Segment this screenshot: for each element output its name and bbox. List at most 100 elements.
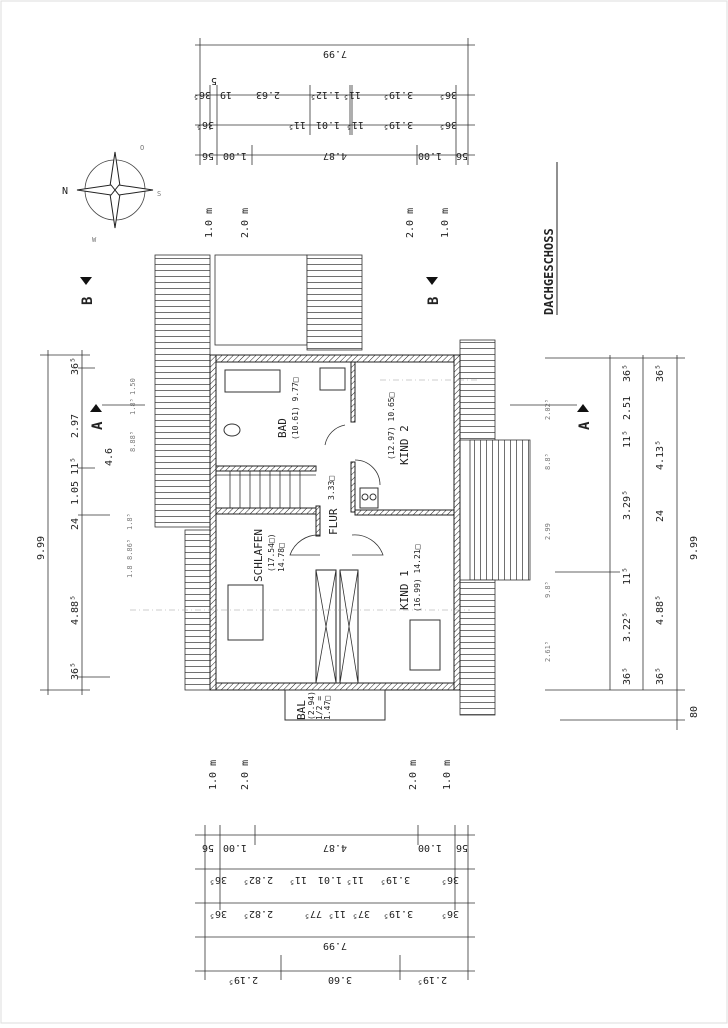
dim-label: 77⁵ [304,908,322,919]
dim-label: 4.88⁵ [655,595,666,625]
dim-label: 2.19⁵ [417,974,447,985]
dim-label: 1.12⁵ [310,89,340,100]
roof-areas [154,254,531,716]
dim-label: 11⁵ [288,119,306,130]
roof-left-upper [154,254,211,528]
dim-label: 4.87 [323,842,347,853]
dim-faint: 2.61⁵ [544,641,552,662]
dim-faint: 8.88⁵ [129,431,137,452]
section-mark-a-right: A [577,421,593,430]
compass-w: W [92,236,97,244]
section-arrow-icon [577,404,589,412]
dim-label: 36⁵ [441,908,459,919]
dim-label: 36⁵ [622,667,633,685]
dim-label: 3.29⁵ [622,490,633,520]
scale-label: 1.0 m [208,760,219,790]
dim-label: 2.82⁵ [243,874,273,885]
roof-right-upper [306,254,363,351]
dim-label: 11⁵ [328,908,346,919]
room-area-half: 1/2 = [315,696,324,720]
compass-o: O [140,144,144,152]
dim-label: 11⁵ [343,89,361,100]
dim-faint: 1.8⁵ [126,513,134,530]
dim-label: 11⁵ [346,119,364,130]
scale-label: 2.0 m [408,760,419,790]
section-arrow-icon [426,277,438,285]
dim-faint: 1.8 [126,565,134,578]
dim-label: 4.87 [323,150,347,161]
room-name: FLUR [327,508,340,535]
dim-overhang: 80 [689,706,700,718]
room-kind-1: KIND 1 (16.99) 14.21□ [398,544,422,612]
dim-label: 11⁵ [346,874,364,885]
dim-label: 24 [655,510,666,522]
dim-top-total: 7.99 [323,48,347,59]
room-name: BAD [276,418,289,438]
dim-label: 3.19⁵ [383,908,413,919]
compass-n: N [62,186,68,197]
roof-right-a [459,339,496,441]
compass-s: S [157,190,161,198]
dim-label: 36⁵ [70,662,81,680]
room-area: (16.99) 14.21□ [413,544,422,612]
room-area-net: 1.47□ [323,696,332,720]
dim-faint: 8.86⁵ [126,539,134,560]
scale-label: 1.0 m [440,208,451,238]
plan-title-text: DACHGESCHOSS [542,228,556,315]
dim-label: 1.00 [418,150,442,161]
room-area: (10.61) 9.77□ [291,377,300,440]
room-name: SCHLAFEN [252,529,265,582]
room-area: (2.94) [307,691,316,720]
compass-icon: N O S W [62,144,161,244]
dim-label: 11⁵ [622,567,633,585]
dim-label: 1.05 [70,481,81,505]
dim-label: 1.00 [418,842,442,853]
dim-faint: 2.02⁵ [544,399,552,420]
section-mark-b-right: B [426,297,442,305]
top-dimension-chains: 7.99 36⁵ 5 19 2.63 1.12⁵ 11⁵ 3.19⁵ 36⁵ 3… [193,38,475,165]
dim-label: 2.19⁵ [228,974,258,985]
dim-label: 4.88⁵ [70,595,81,625]
scale-label: 2.0 m [240,208,251,238]
bottom-dimension-chains: 56 1.00 4.87 1.00 56 36⁵ 2.82⁵ 11⁵ 1.01 … [195,825,475,985]
dim-label: 36⁵ [655,667,666,685]
dim-bottom-total: 7.99 [323,940,347,951]
left-dimension-chains: 9.99 36⁵ 2.97 11⁵ 1.05 24 4.88⁵ 36⁵ 1.50… [36,350,137,695]
dim-label: 37⁵ [352,908,370,919]
room-schlafen: SCHLAFEN (17.54□) 14.78□ [252,529,286,582]
room-bad: BAD (10.61) 9.77□ [276,377,300,440]
room-area-net: 14.78□ [277,543,286,572]
room-balkon: BAL (2.94) 1/2 = 1.47□ [295,691,332,720]
dim-label: 4.13⁵ [655,440,666,470]
section-arrow-icon [80,277,92,285]
dim-faint: 1.8⁵ [129,398,137,415]
room-area: (17.54□) [267,533,276,572]
roof-right-lower [459,579,496,716]
dim-label: 56 [456,150,468,161]
plan-title: DACHGESCHOSS [542,162,558,315]
section-mark-a-left: A [90,421,106,430]
dim-label: 36⁵ [196,119,214,130]
room-name: KIND 2 [398,425,411,465]
right-dimension-chains: 36⁵ 2.51 11⁵ 3.29⁵ 11⁵ 3.22⁵ 36⁵ 36⁵ 4.1… [544,355,700,730]
dim-label: 2.51 [622,396,633,420]
dim-label: 3.19⁵ [380,874,410,885]
dim-label: 3.60 [328,974,352,985]
section-mark-b-left: B [80,297,96,305]
scale-label: 1.0 m [442,760,453,790]
dim-label: 36⁵ [439,89,457,100]
roof-right-dormer [469,439,531,581]
room-kind-2: KIND 2 (12.97) 10.65□ [387,392,411,465]
dim-faint: 9.8⁵ [544,581,552,598]
dim-label: 19 [220,89,232,100]
dim-faint: 1.50 [129,378,137,395]
dim-label: 3.19⁵ [383,119,413,130]
scale-label: 1.0 m [204,208,215,238]
room-area: (12.97) 10.65□ [387,392,396,460]
dim-label: 36⁵ [439,119,457,130]
room-flur: FLUR 3.33□ [327,476,340,535]
scale-labels-top: 1.0 m 2.0 m 2.0 m 1.0 m [204,208,451,238]
dim-label: 36⁵ [70,357,81,375]
dim-label: 11⁵ [622,430,633,448]
